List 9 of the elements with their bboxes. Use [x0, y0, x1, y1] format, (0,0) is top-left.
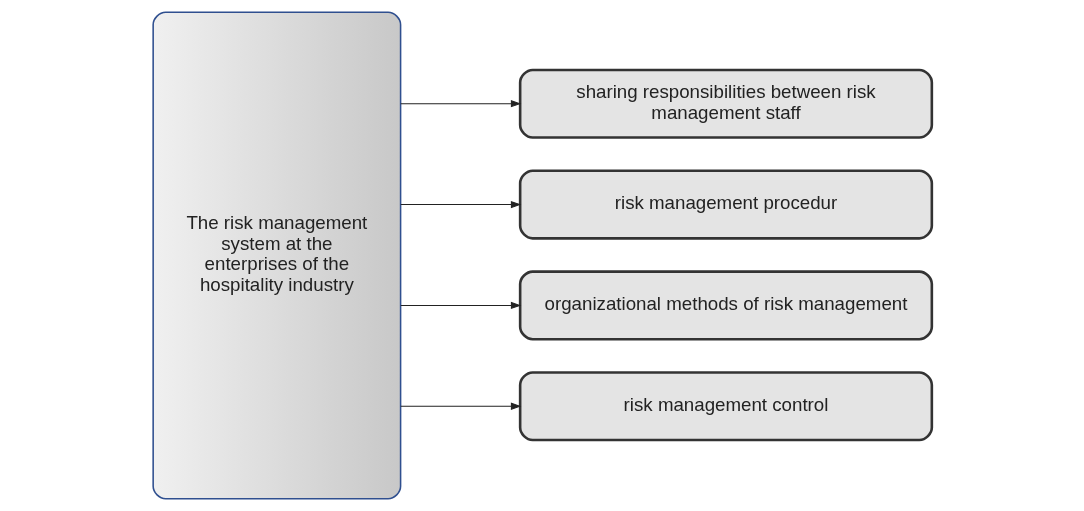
arrow	[399, 402, 521, 410]
node-box: risk management control	[518, 371, 933, 442]
node-box: risk management procedur	[518, 169, 933, 240]
node-box: The risk management system at the enterprises of the hospitality industry	[151, 11, 401, 500]
arrow	[399, 100, 521, 108]
arrow	[399, 301, 521, 310]
node-box: sharing responsibilities between risk management staff	[518, 68, 933, 139]
arrow	[399, 200, 521, 209]
node-box: organizational methods of risk management	[518, 270, 933, 341]
